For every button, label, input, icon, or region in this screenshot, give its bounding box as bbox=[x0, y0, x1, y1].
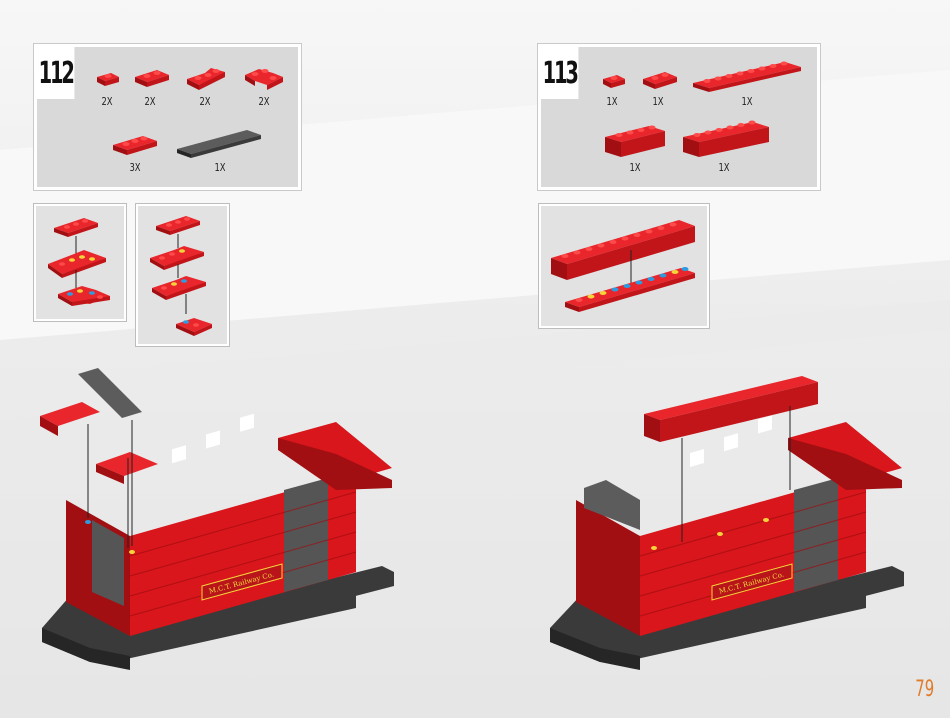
part-qty: 1X bbox=[741, 95, 753, 108]
red-plate-long bbox=[565, 267, 695, 312]
part-qty: 3X bbox=[129, 161, 141, 174]
parts-list-step-113: 113 1X 1X 1X 1X 1X bbox=[538, 44, 820, 190]
step-number: 113 bbox=[541, 47, 579, 99]
part-qty: 1X bbox=[718, 161, 730, 174]
sub-assembly-diagram bbox=[150, 216, 212, 336]
red-plate-1x1-icon bbox=[603, 75, 625, 88]
corner-plate-middle bbox=[48, 250, 106, 278]
model-step-113: M.C.T. Railway Co. bbox=[550, 376, 904, 670]
part-qty: 1X bbox=[652, 95, 664, 108]
red-corner-plate-icon bbox=[187, 68, 225, 90]
parts-list-step-112: 112 2X 2X 2X 2X 3X 1X bbox=[34, 44, 301, 190]
sub-assembly-callout-2 bbox=[136, 204, 229, 346]
sub-assembly-diagram bbox=[551, 220, 695, 312]
red-corner-plate-2-icon bbox=[245, 69, 283, 90]
model-step-112: M.C.T. Railway Co. bbox=[40, 368, 394, 670]
dark-tile-1x6-icon bbox=[177, 130, 261, 158]
part-qty: 2X bbox=[258, 95, 270, 108]
red-plate-1x3-icon bbox=[113, 136, 157, 155]
red-plate-1x2-icon bbox=[643, 72, 677, 89]
sub-assembly-callout-1 bbox=[34, 204, 126, 321]
step-number: 112 bbox=[37, 47, 75, 99]
page-number: 79 bbox=[915, 677, 934, 702]
red-brick-1x4-icon bbox=[605, 125, 665, 157]
part-qty: 1X bbox=[629, 161, 641, 174]
red-brick-1x6-icon bbox=[683, 120, 769, 157]
part-qty: 1X bbox=[214, 161, 226, 174]
part-qty: 2X bbox=[101, 95, 113, 108]
red-plate-1x8-icon bbox=[693, 61, 801, 92]
part-qty: 2X bbox=[144, 95, 156, 108]
part-qty: 2X bbox=[199, 95, 211, 108]
plate-top bbox=[54, 218, 98, 237]
red-plate-1x2-icon bbox=[135, 70, 169, 87]
sub-assembly-callout-3 bbox=[539, 204, 709, 328]
part-qty: 1X bbox=[606, 95, 618, 108]
red-plate-1x1-icon bbox=[97, 73, 119, 86]
sub-assembly-diagram bbox=[48, 218, 110, 306]
corner-plate-bottom bbox=[58, 286, 110, 306]
